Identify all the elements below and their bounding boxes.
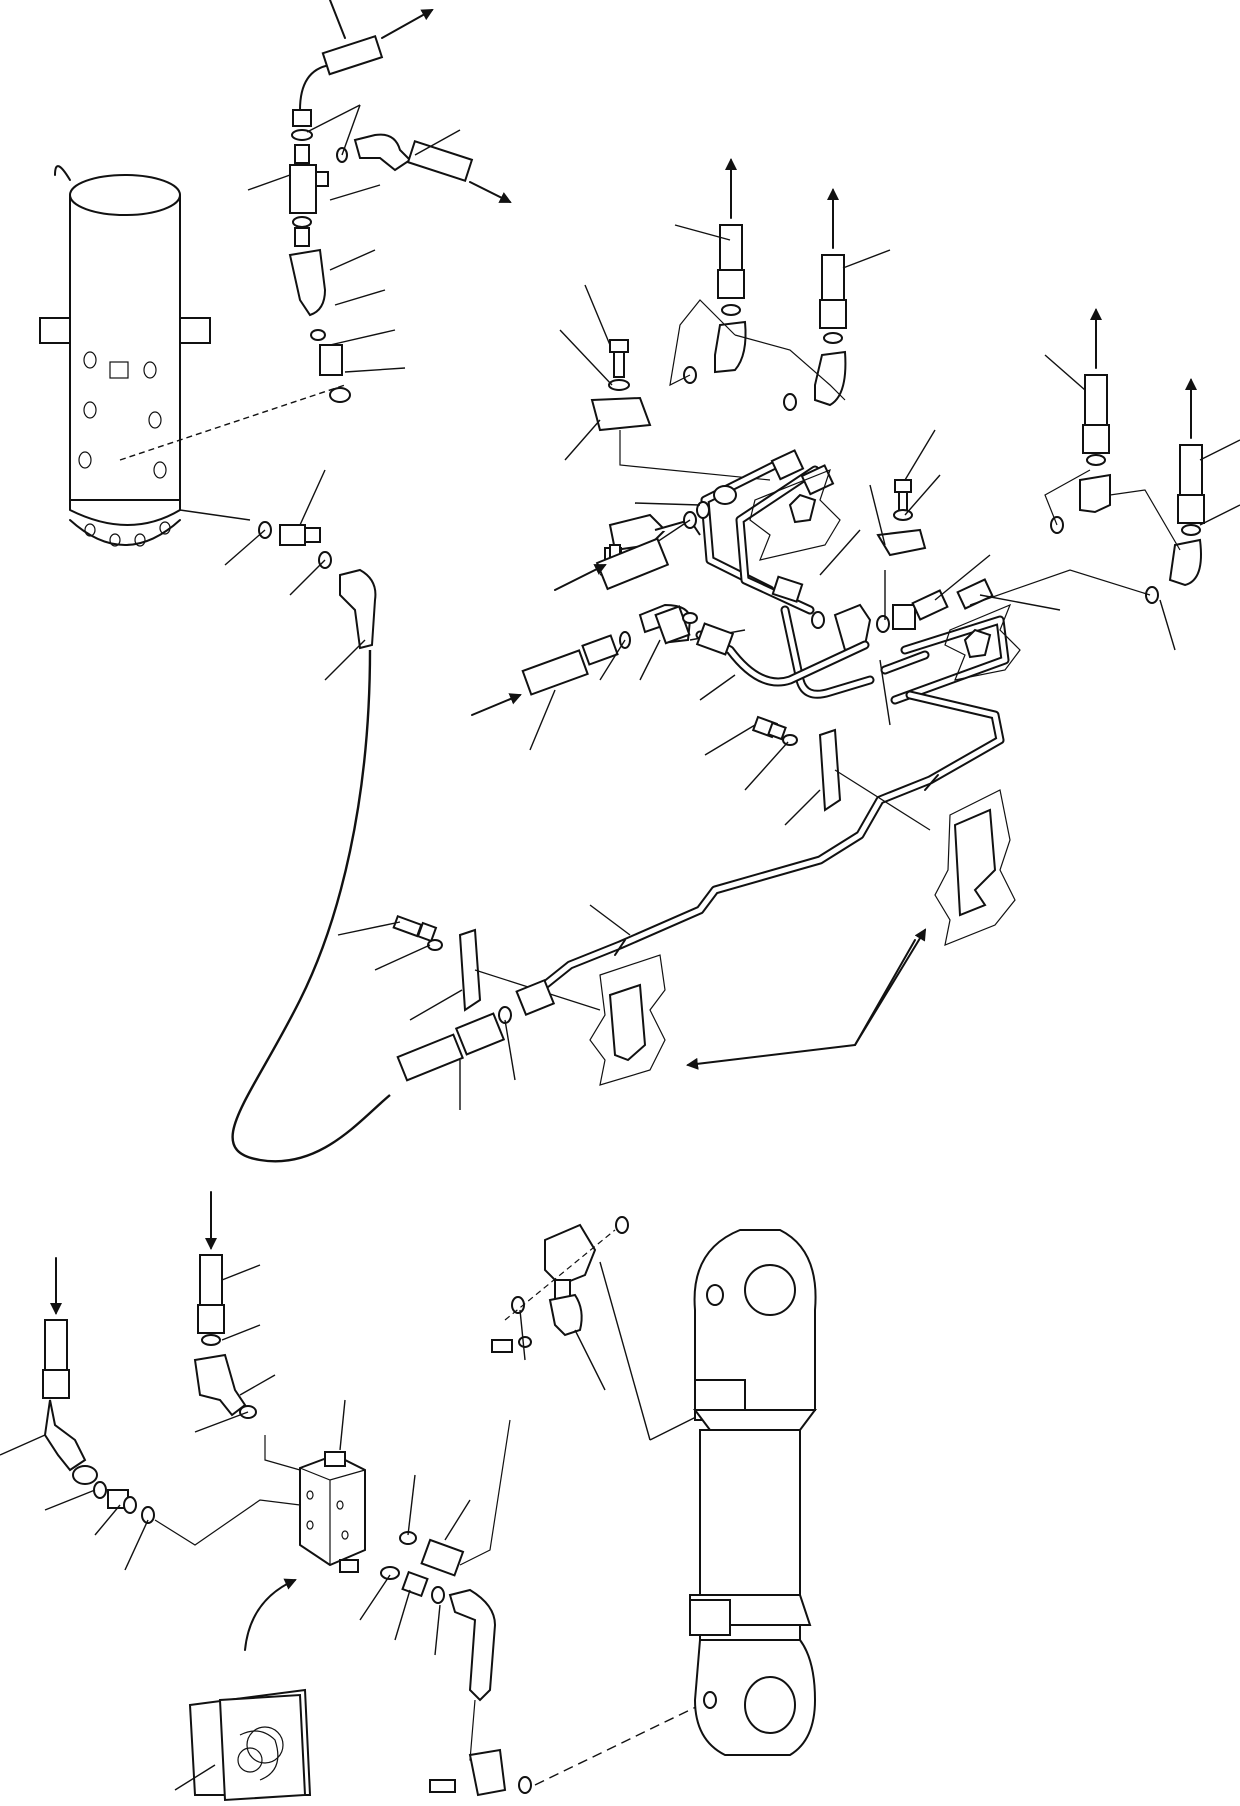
clamp-bolt-upper-left [559, 284, 771, 481]
upper-hose-fittings [669, 224, 891, 411]
cylinder-fittings [491, 1216, 701, 1441]
swivel-fittings-group [247, 0, 474, 403]
swivel-lower-fittings [224, 469, 377, 681]
center-elbow-fittings [521, 603, 746, 751]
flow-arrow [381, 9, 434, 39]
hose-end-left [595, 537, 670, 591]
valve-block [264, 1399, 366, 1573]
long-pipe-line [540, 690, 1005, 990]
swivel-joint [39, 165, 211, 547]
bracket-lower-center [589, 954, 666, 1086]
flow-arrow [471, 693, 522, 716]
flow-arrow [554, 564, 607, 591]
lower-hose-end [396, 978, 556, 1110]
flow-arrow [686, 1044, 856, 1070]
lower-left-hose [193, 1254, 276, 1433]
mid-clamp [704, 715, 931, 831]
flexible-hose [231, 649, 391, 1163]
valve-inset-label-card [174, 1688, 312, 1802]
right-hose-fittings [969, 354, 1240, 651]
bracket-upper [749, 468, 841, 561]
right-clamp-bolt [869, 429, 941, 557]
center-pipe-run [599, 449, 835, 615]
connecting-pipe-center [695, 622, 870, 701]
flow-arrow [469, 181, 512, 203]
bracket-right [944, 603, 1021, 681]
callout-arrow [244, 1578, 297, 1651]
valve-right-fittings [399, 1419, 511, 1577]
valve-lower-fittings [359, 1566, 701, 1797]
flow-arrow [854, 928, 927, 1046]
bracket-lower-right [934, 789, 1016, 946]
lower-far-left-hose [0, 1319, 301, 1571]
leader-swivel-port [119, 384, 346, 461]
hydraulic-cylinder [689, 1229, 817, 1756]
